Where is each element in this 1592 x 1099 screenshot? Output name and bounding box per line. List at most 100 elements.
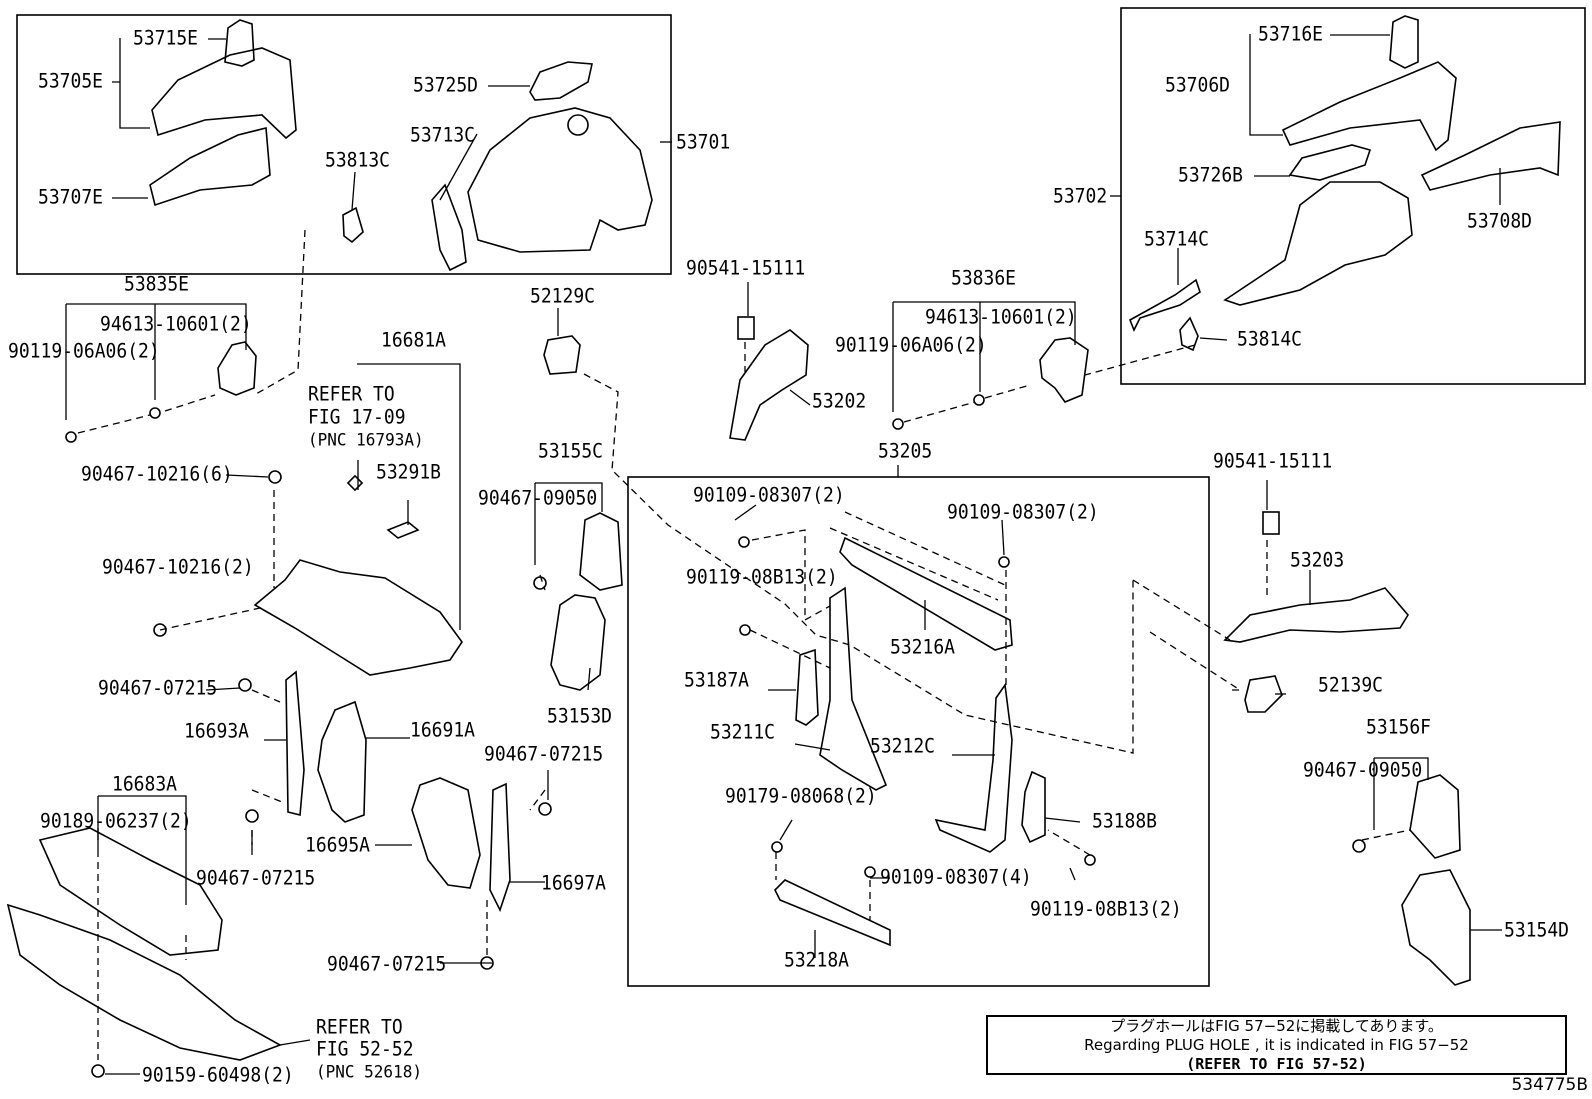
part-53708D — [1420, 121, 1561, 191]
label-94613-10601-right: 94613-10601(2) — [925, 306, 1077, 329]
part-53705E — [151, 47, 297, 140]
part-53188B — [1021, 770, 1046, 844]
label-16683A: 16683A — [112, 773, 178, 796]
part-53702-apron — [1223, 181, 1413, 306]
label-53706D: 53706D — [1165, 74, 1231, 97]
label-53726B: 53726B — [1178, 164, 1244, 187]
label-16693A: 16693A — [184, 720, 250, 743]
label-53702: 53702 — [1053, 185, 1108, 208]
part-53202 — [729, 329, 809, 441]
plug-hole-note: プラグホールはFIG 57−52に掲載してあります。 Regarding PLU… — [986, 1015, 1567, 1075]
label-53835E: 53835E — [124, 273, 190, 296]
label-90467-10216-2: 90467-10216(2) — [102, 556, 254, 579]
part-52129C — [543, 335, 581, 375]
label-53725D: 53725D — [413, 74, 479, 97]
part-53211C — [819, 586, 888, 791]
label-53813C: 53813C — [325, 149, 391, 172]
label-90119-06A06-right: 90119-06A06(2) — [835, 334, 987, 357]
part-53154D — [1401, 869, 1471, 986]
label-53156F: 53156F — [1366, 716, 1432, 739]
refer-note-52-52-line1: REFER TO — [316, 1016, 403, 1039]
refer-note-52-52-line3: (PNC 52618) — [316, 1061, 422, 1082]
label-53291B: 53291B — [376, 461, 442, 484]
label-90119-08B13-bottom: 90119-08B13(2) — [1030, 898, 1182, 921]
label-90467-09050-left: 90467-09050 — [478, 487, 598, 510]
label-16681A: 16681A — [381, 329, 447, 352]
part-16695A — [411, 777, 481, 889]
label-53203: 53203 — [1290, 549, 1345, 572]
label-16691A: 16691A — [410, 719, 476, 742]
label-53836E: 53836E — [951, 267, 1017, 290]
label-53187A: 53187A — [684, 669, 750, 692]
label-53714C: 53714C — [1144, 228, 1210, 251]
label-90189-06237: 90189-06237(2) — [40, 810, 192, 833]
part-16683A — [38, 827, 223, 956]
refer-note-17-09-line2: FIG 17-09 — [308, 406, 406, 429]
label-53218A: 53218A — [784, 949, 850, 972]
illustration-number: 534775B — [1511, 1075, 1588, 1095]
part-53203 — [1223, 587, 1409, 643]
part-53706D — [1281, 61, 1457, 152]
label-53212C: 53212C — [870, 735, 936, 758]
part-53713C — [467, 107, 653, 253]
group-box-53205 — [627, 476, 1210, 987]
label-53715E: 53715E — [133, 27, 199, 50]
part-53153D — [550, 594, 606, 691]
label-16697A: 16697A — [541, 872, 607, 895]
label-53814C: 53814C — [1237, 328, 1303, 351]
label-90467-10216-6: 90467-10216(6) — [81, 463, 233, 486]
note-line-japanese: プラグホールはFIG 57−52に掲載してあります。 — [1110, 1017, 1443, 1035]
label-90119-06A06-left: 90119-06A06(2) — [8, 340, 160, 363]
part-53716E — [1389, 15, 1419, 69]
part-53291B — [386, 521, 420, 539]
label-53713C: 53713C — [410, 124, 476, 147]
refer-note-52-52-line2: FIG 52-52 — [316, 1038, 414, 1061]
label-53705E: 53705E — [38, 70, 104, 93]
part-16681A — [253, 559, 463, 676]
label-90467-07215-c: 90467-07215 — [196, 867, 316, 890]
part-53714C — [1128, 278, 1201, 332]
label-53205: 53205 — [878, 440, 933, 463]
label-52129C: 52129C — [530, 285, 596, 308]
part-16693A — [285, 670, 305, 817]
label-90109-08307-left: 90109-08307(2) — [693, 484, 845, 507]
part-53156F — [1409, 774, 1461, 859]
part-53155C — [579, 512, 623, 591]
part-53814C — [1179, 316, 1199, 352]
refer-note-17-09-line1: REFER TO — [308, 383, 395, 406]
note-line-refer: (REFER TO FIG 57-52) — [1186, 1055, 1367, 1073]
part-53813C — [342, 206, 364, 244]
label-53716E: 53716E — [1258, 23, 1324, 46]
part-53707E — [149, 126, 271, 207]
part-53725D — [529, 61, 593, 101]
label-90467-09050-right: 90467-09050 — [1303, 759, 1423, 782]
part-16691A — [317, 700, 367, 823]
label-53708D: 53708D — [1467, 210, 1533, 233]
label-90109-08307-4: 90109-08307(4) — [880, 866, 1032, 889]
part-53726B — [1288, 144, 1372, 181]
label-52139C: 52139C — [1318, 674, 1384, 697]
label-90109-08307-right: 90109-08307(2) — [947, 501, 1099, 524]
part-53836E — [1039, 337, 1089, 403]
part-53187A — [795, 648, 819, 726]
label-53707E: 53707E — [38, 186, 104, 209]
part-53713C-brace — [431, 183, 467, 272]
group-box-53701 — [16, 14, 672, 275]
label-53153D: 53153D — [547, 705, 613, 728]
label-53216A: 53216A — [890, 636, 956, 659]
label-53211C: 53211C — [710, 721, 776, 744]
part-16697A — [489, 782, 511, 913]
group-box-53702 — [1120, 7, 1586, 385]
part-under-cover — [6, 903, 282, 1061]
label-53188B: 53188B — [1092, 810, 1158, 833]
label-94613-10601-left: 94613-10601(2) — [100, 313, 252, 336]
label-90159-60498: 90159-60498(2) — [142, 1064, 294, 1087]
part-53212C — [934, 682, 1013, 853]
label-90541-15111-right: 90541-15111 — [1213, 450, 1333, 473]
part-53216A — [839, 536, 1013, 651]
label-53202: 53202 — [812, 390, 867, 413]
part-53715E — [224, 19, 255, 67]
label-90179-08068: 90179-08068(2) — [725, 785, 877, 808]
note-line-english: Regarding PLUG HOLE , it is indicated in… — [1084, 1036, 1469, 1054]
